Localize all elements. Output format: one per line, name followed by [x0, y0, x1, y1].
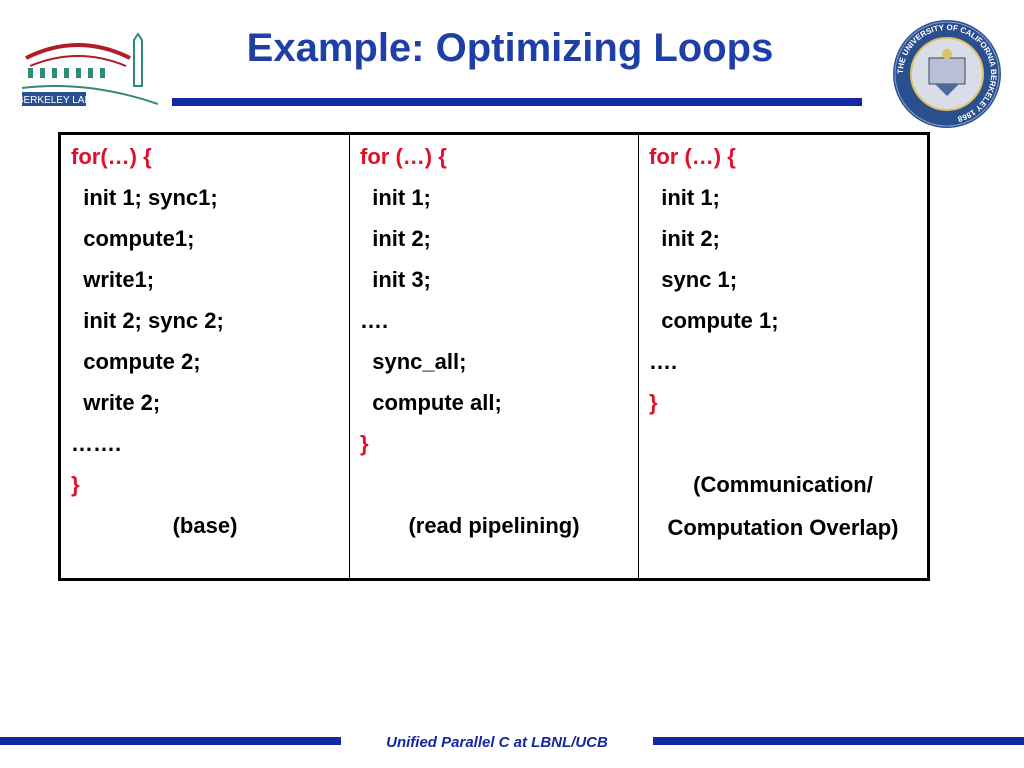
- column-caption: (Communication/: [693, 472, 873, 497]
- code-line: }: [71, 472, 80, 497]
- page-title: Example: Optimizing Loops: [246, 26, 774, 70]
- code-line: ….: [649, 349, 678, 374]
- code-line: write 2;: [71, 390, 161, 415]
- code-line: for (…) {: [649, 144, 736, 169]
- footer-rule-left: [0, 737, 341, 745]
- code-line: init 1; sync1;: [71, 185, 218, 210]
- code-line: init 3;: [360, 267, 431, 292]
- spacer: [649, 430, 917, 471]
- column-base: for(…) { init 1; sync1; compute1; write1…: [61, 135, 349, 578]
- code-line: init 2;: [649, 226, 720, 251]
- code-line: compute 2;: [71, 349, 201, 374]
- uc-seal-logo: THE UNIVERSITY OF CALIFORNIA BERKELEY 18…: [893, 20, 1001, 128]
- code-line: init 2; sync 2;: [71, 308, 224, 333]
- loop-comparison-table: for(…) { init 1; sync1; compute1; write1…: [58, 132, 930, 581]
- title-underline: [172, 98, 862, 106]
- code-line: for (…) {: [360, 144, 447, 169]
- footer-rule-right: [653, 737, 1024, 745]
- code-line: ….: [360, 308, 389, 333]
- column-read-pipelining: for (…) { init 1; init 2; init 3; …. syn…: [349, 135, 638, 578]
- code-line: for(…) {: [71, 144, 152, 169]
- code-line: …….: [71, 431, 122, 456]
- spacer: [360, 471, 628, 512]
- column-caption: Computation Overlap): [667, 515, 899, 540]
- berkeley-lab-logo-text: BERKELEY LAB: [18, 95, 91, 106]
- code-line: init 2;: [360, 226, 431, 251]
- code-line: sync_all;: [360, 349, 467, 374]
- code-line: init 1;: [649, 185, 720, 210]
- column-caption: (read pipelining): [408, 513, 580, 538]
- code-line: }: [649, 390, 658, 415]
- berkeley-lab-logo: BERKELEY LAB: [18, 32, 158, 106]
- code-line: sync 1;: [649, 267, 738, 292]
- code-line: compute 1;: [649, 308, 779, 333]
- column-communication-computation-overlap: for (…) { init 1; init 2; sync 1; comput…: [638, 135, 927, 578]
- code-line: init 1;: [360, 185, 431, 210]
- code-line: write1;: [71, 267, 155, 292]
- column-caption: (base): [172, 513, 238, 538]
- code-line: compute1;: [71, 226, 195, 251]
- code-line: }: [360, 431, 369, 456]
- footer-text: Unified Parallel C at LBNL/UCB: [386, 734, 608, 751]
- code-line: compute all;: [360, 390, 502, 415]
